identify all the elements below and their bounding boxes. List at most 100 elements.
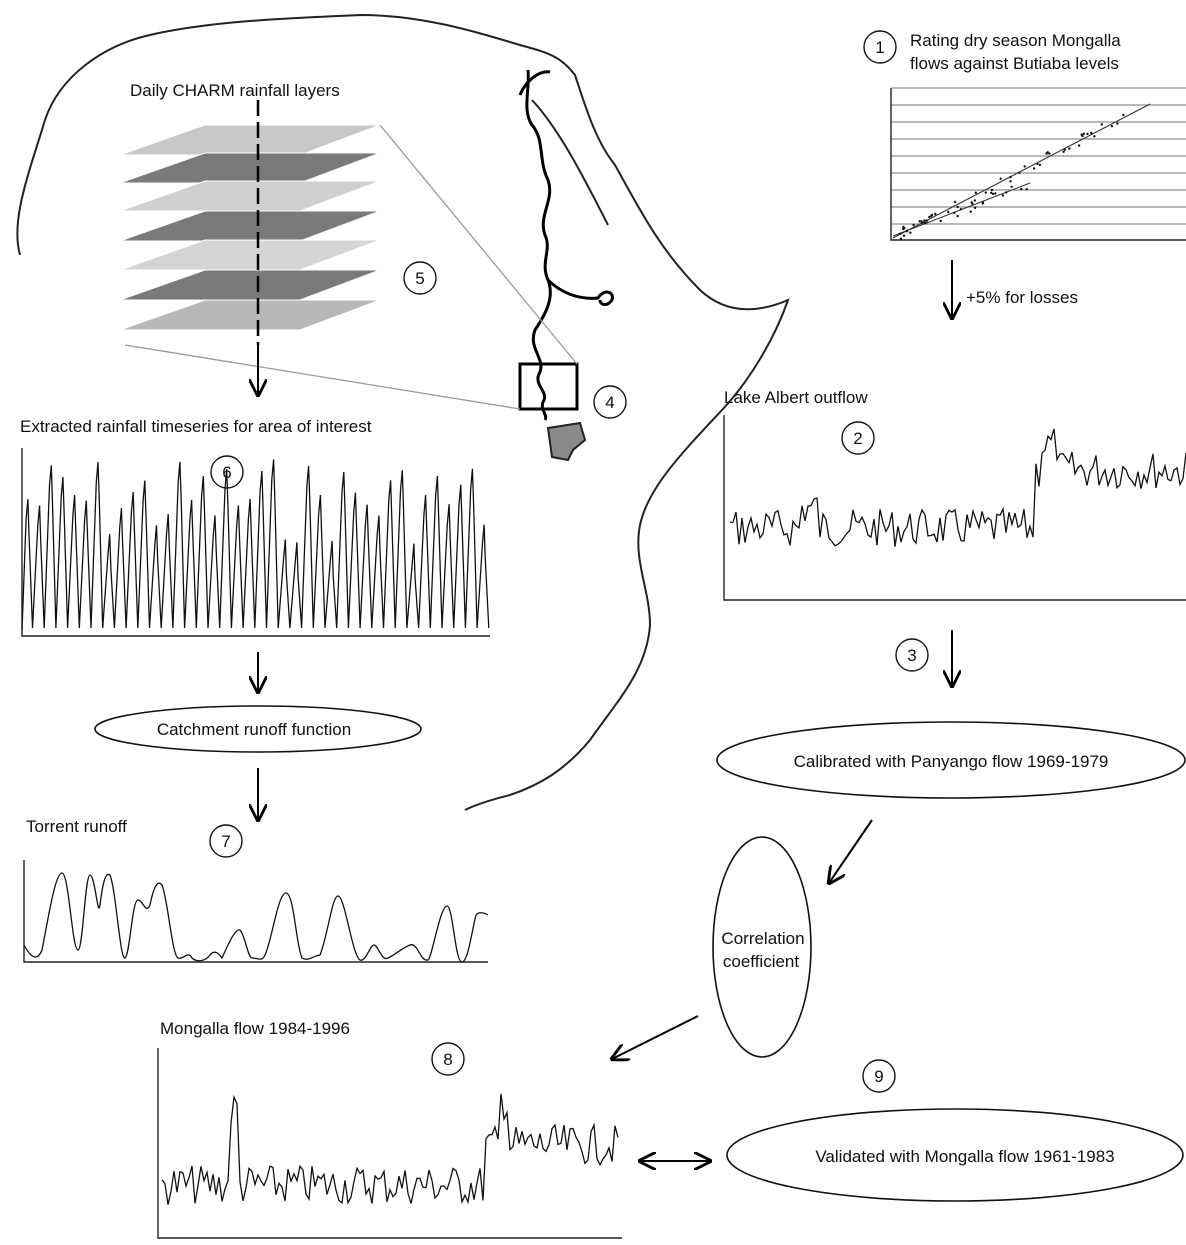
rainfall-layer [119, 124, 381, 156]
rating-point [928, 215, 931, 219]
rainfall-ts-title: Extracted rainfall timeseries for area o… [20, 417, 372, 436]
rating-point [930, 214, 933, 218]
red-sea-coast [531, 99, 609, 226]
step-1-number: 1 [875, 38, 884, 57]
losses-label: +5% for losses [966, 288, 1078, 307]
rating-point [974, 191, 977, 194]
rating-point [902, 234, 906, 237]
rating-point [947, 210, 950, 214]
rating-point [1023, 165, 1026, 168]
rainfall-layer [119, 210, 381, 242]
rating-point [939, 219, 942, 223]
torrent-plot [23, 860, 489, 963]
calibration-to-correlation-arrow [829, 819, 873, 883]
rating-point [1110, 125, 1114, 128]
zoom-line-top [379, 124, 578, 365]
area-of-interest-box [518, 362, 579, 411]
rating-point [1100, 123, 1104, 126]
mongalla-axes [157, 1048, 622, 1239]
calibrated-label: Calibrated with Panyango flow 1969-1979 [794, 752, 1109, 771]
rainfall-ts-axes [21, 448, 490, 637]
rating-point [981, 202, 985, 205]
torrent-trace [23, 872, 489, 963]
rating-point [909, 231, 912, 234]
rainfall-layer [119, 239, 381, 271]
charm-title: Daily CHARM rainfall layers [130, 81, 340, 100]
rating-point [959, 208, 963, 211]
rating-point [969, 210, 972, 213]
catchment-area [546, 421, 587, 462]
lake-albert-trace [729, 428, 1186, 547]
step-8-number: 8 [443, 1050, 452, 1069]
correlation-to-mongalla-arrow [612, 1015, 699, 1059]
torrent-title: Torrent runoff [26, 817, 127, 836]
calibrated-ellipse [716, 721, 1186, 799]
rainfall-layer [119, 299, 381, 331]
step-4-number: 4 [605, 393, 614, 412]
rating-point [994, 192, 997, 195]
runoff-function-label: Catchment runoff function [157, 720, 351, 739]
rating-point [925, 219, 929, 222]
rating-point [1009, 175, 1012, 179]
step-8-circle [431, 1042, 465, 1076]
rating-point [921, 221, 924, 224]
step-5-number: 5 [415, 269, 424, 288]
rating-point [973, 199, 976, 202]
rainfall-layer [119, 152, 381, 184]
rating-point [956, 214, 959, 218]
rainfall-layer [119, 180, 381, 212]
rating-scatter-plot [890, 87, 1186, 241]
rating-point [1045, 152, 1048, 155]
step-9-number: 9 [874, 1067, 883, 1086]
rating-point [902, 225, 905, 229]
mongalla-trace [161, 1093, 619, 1205]
step-5-circle [403, 261, 437, 295]
nile-river [525, 69, 552, 421]
step-1-circle [863, 30, 897, 64]
validated-ellipse [726, 1108, 1184, 1202]
zoom-line-bottom [124, 344, 521, 410]
rainfall-layer-stack [119, 124, 381, 331]
rating-axes [890, 88, 1186, 241]
rating-point [1062, 150, 1065, 153]
step-9-circle [862, 1059, 896, 1093]
mongalla-title: Mongalla flow 1984-1996 [160, 1019, 350, 1038]
rating-point [1048, 152, 1051, 155]
step-3-circle [895, 638, 929, 672]
lake-albert-axes [723, 415, 1186, 601]
rating-point [1081, 134, 1084, 138]
rating-title-line2: flows against Butiaba levels [910, 54, 1119, 73]
rating-point [1077, 144, 1081, 147]
step-3-number: 3 [907, 646, 916, 665]
africa-outline [16, 13, 790, 811]
mongalla-plot [157, 1048, 622, 1239]
rating-point [971, 202, 974, 205]
lake-albert-plot [723, 415, 1186, 601]
rating-point [973, 206, 977, 209]
rating-point [1010, 185, 1013, 188]
rating-point [999, 177, 1002, 180]
rating-fit-line-upper [892, 103, 1151, 239]
rating-point [990, 191, 993, 194]
rating-point [1018, 171, 1021, 174]
rating-point [1068, 147, 1071, 150]
rating-point [1086, 132, 1089, 136]
torrent-axes [23, 860, 488, 963]
rainfall-ts-plot [21, 448, 490, 637]
rating-point [898, 232, 902, 235]
rating-point [953, 200, 957, 204]
rating-point [992, 192, 995, 196]
correlation-line1: Correlation [721, 929, 804, 948]
rating-point [990, 188, 994, 192]
step-7-number: 7 [221, 832, 230, 851]
rating-point [1032, 167, 1036, 170]
validated-label: Validated with Mongalla flow 1961-1983 [815, 1147, 1114, 1166]
step-7-circle [209, 824, 243, 858]
rating-point [923, 219, 926, 222]
runoff-function-ellipse [94, 705, 422, 753]
rating-point [899, 237, 903, 240]
rating-point [956, 205, 959, 209]
rainfall-ts-trace [21, 459, 490, 631]
rainfall-layer [119, 269, 381, 301]
rating-point [923, 221, 926, 225]
